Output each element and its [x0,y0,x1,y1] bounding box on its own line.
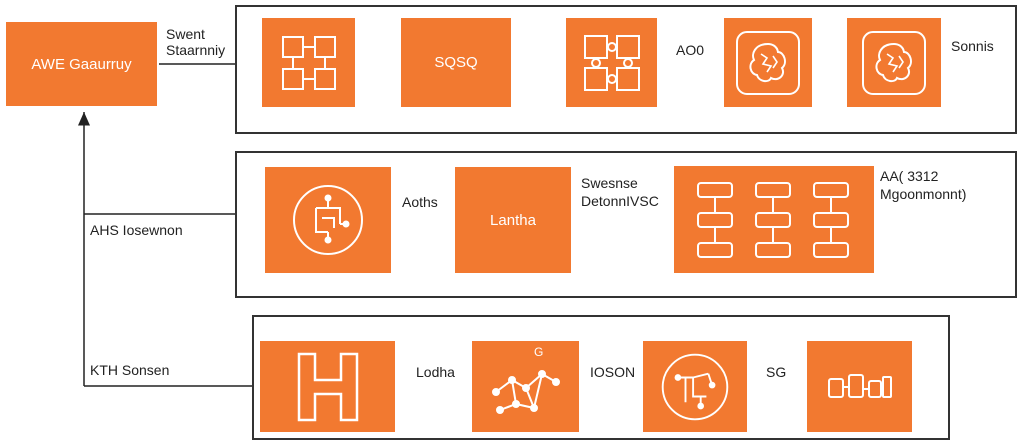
row1-node-brain-2 [847,18,941,107]
row3-node-devices [807,341,912,432]
grid-icon [281,35,336,90]
puzzle-icon [583,34,640,91]
sqsq-label: SQSQ [434,54,478,71]
row2-edge-label-b-line1: Swesnse [581,175,638,191]
row2-node-database [674,166,874,273]
brain-icon [736,30,800,95]
circuit-circle-icon [293,185,363,255]
row2-node-lantha: Lantha [455,167,571,273]
row3-node-h [260,341,395,432]
row1-edge-label-c: Sonnis [951,38,994,54]
network-icon [491,369,560,414]
row2-edge-label-c-line1: AA( 3312 [880,168,939,184]
row3-node-circuit [643,341,747,432]
row3-edge-label-b: IOSON [590,364,636,380]
lantha-label: Lantha [490,211,536,229]
row3-side-label: KTH Sonsen [90,362,170,378]
devices-icon [827,373,892,398]
network-node-small-label: G [534,345,544,359]
row1-node-puzzle [566,18,657,107]
brain-icon [862,30,926,95]
gateway-node: AWE Gaaurruy [6,22,157,106]
circuit-circle-icon [661,353,729,420]
h-letter-icon [297,352,358,421]
row3-edge-label-c: SG [766,364,787,380]
row1-node-grid [262,18,355,107]
row1-node-sqsq: SQSQ [401,18,511,107]
row1-node-brain-1 [724,18,812,107]
row1-edge-label-a-line1: Swent [166,26,205,42]
row2-edge-label-c-line2: Mgoonmonnt) [880,186,967,202]
row2-side-label: AHS Iosewnon [90,222,183,238]
row2-node-circuit [265,167,391,273]
row2-edge-label-a: Aoths [402,194,438,210]
row1-edge-label-a-line2: Staarnniy [166,42,226,58]
row1-edge-label-b: AO0 [676,42,705,58]
row3-node-network: G [472,341,579,432]
row2-edge-label-b-line2: DetonnIVSC [581,193,659,209]
row3-edge-label-a: Lodha [416,364,455,380]
gateway-label: AWE Gaaurruy [31,55,132,73]
database-tables-icon [697,181,849,258]
